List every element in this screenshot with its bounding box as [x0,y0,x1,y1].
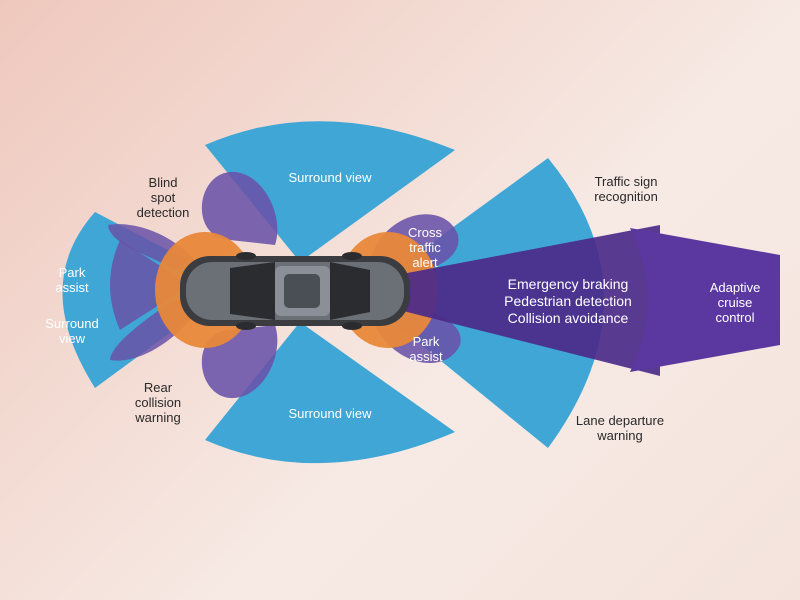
label-cross-traffic-alert: Cross traffic alert [408,225,442,270]
blind-spot-zone-top [201,171,278,245]
surround-view-bottom-zone [205,322,455,464]
surround-view-top-zone [205,121,455,262]
car-top-view-icon [180,252,410,330]
label-park-assist-rear: Park assist [55,265,89,295]
label-rear-collision-warning: Rear collision warning [134,380,182,425]
long-range-radar-zone [360,225,660,376]
rear-center-zone [110,240,190,330]
label-surround-view-top: Surround view [288,170,372,185]
label-lane-departure-warning: Lane departure warning [575,413,665,443]
adaptive-cruise-zone [630,228,780,372]
label-surround-view-bottom: Surround view [288,406,372,421]
label-blind-spot-detection: Blind spot detection [136,175,190,220]
label-front-center-features: Emergency braking Pedestrian detection C… [504,276,632,326]
label-adaptive-cruise-control: Adaptive cruise control [709,280,761,325]
label-park-assist-front: Park assist [409,334,443,364]
label-surround-view-rear: Surround view [45,316,99,346]
label-traffic-sign-recognition: Traffic sign recognition [594,174,658,204]
